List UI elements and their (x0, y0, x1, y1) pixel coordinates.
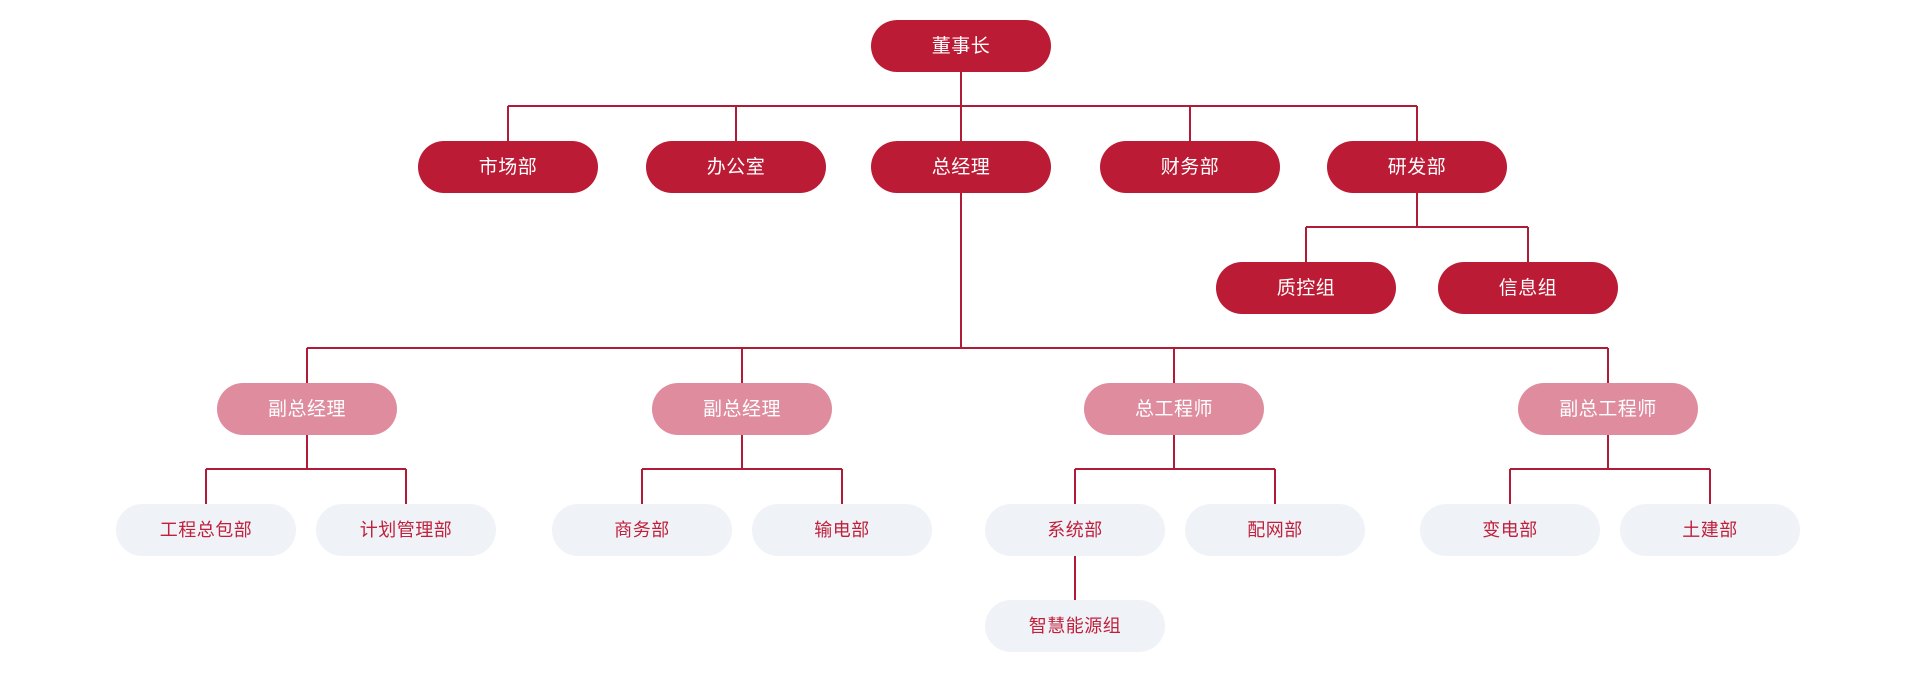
org-node-n19[interactable]: 土建部 (1620, 504, 1800, 556)
org-node-label: 副总工程师 (1559, 398, 1657, 420)
org-node-label: 配网部 (1247, 520, 1303, 540)
org-node-n7[interactable]: 信息组 (1438, 262, 1618, 314)
org-node-n12[interactable]: 工程总包部 (116, 504, 296, 556)
org-node-label: 董事长 (931, 35, 991, 57)
org-node-n18[interactable]: 变电部 (1420, 504, 1600, 556)
org-node-label: 办公室 (706, 156, 766, 178)
org-node-n2[interactable]: 办公室 (646, 141, 826, 193)
org-node-n15[interactable]: 输电部 (752, 504, 932, 556)
org-node-label: 系统部 (1047, 520, 1103, 540)
org-node-n17[interactable]: 配网部 (1185, 504, 1365, 556)
org-node-n11[interactable]: 副总工程师 (1518, 383, 1698, 435)
org-node-n4[interactable]: 财务部 (1100, 141, 1280, 193)
org-node-n9[interactable]: 副总经理 (652, 383, 832, 435)
org-node-label: 工程总包部 (159, 520, 253, 540)
org-node-n10[interactable]: 总工程师 (1084, 383, 1264, 435)
org-node-n20[interactable]: 智慧能源组 (985, 600, 1165, 652)
org-node-n8[interactable]: 副总经理 (217, 383, 397, 435)
org-node-label: 智慧能源组 (1028, 616, 1122, 636)
org-node-n6[interactable]: 质控组 (1216, 262, 1396, 314)
org-node-label: 质控组 (1276, 277, 1336, 299)
org-node-label: 变电部 (1482, 520, 1538, 540)
org-node-n0[interactable]: 董事长 (871, 20, 1051, 72)
org-node-label: 输电部 (814, 520, 870, 540)
org-node-label: 信息组 (1498, 277, 1558, 299)
org-node-n13[interactable]: 计划管理部 (316, 504, 496, 556)
org-node-label: 市场部 (478, 156, 538, 178)
org-node-label: 总工程师 (1134, 398, 1213, 420)
org-node-label: 副总经理 (702, 398, 781, 420)
org-node-n1[interactable]: 市场部 (418, 141, 598, 193)
org-node-n14[interactable]: 商务部 (552, 504, 732, 556)
org-node-n5[interactable]: 研发部 (1327, 141, 1507, 193)
org-node-label: 财务部 (1160, 156, 1220, 178)
org-node-label: 计划管理部 (359, 520, 453, 540)
org-node-label: 商务部 (614, 520, 670, 540)
org-node-label: 总经理 (931, 156, 991, 178)
org-node-label: 研发部 (1387, 156, 1447, 178)
org-node-label: 土建部 (1682, 520, 1738, 540)
org-node-n3[interactable]: 总经理 (871, 141, 1051, 193)
org-node-n16[interactable]: 系统部 (985, 504, 1165, 556)
org-node-label: 副总经理 (267, 398, 346, 420)
